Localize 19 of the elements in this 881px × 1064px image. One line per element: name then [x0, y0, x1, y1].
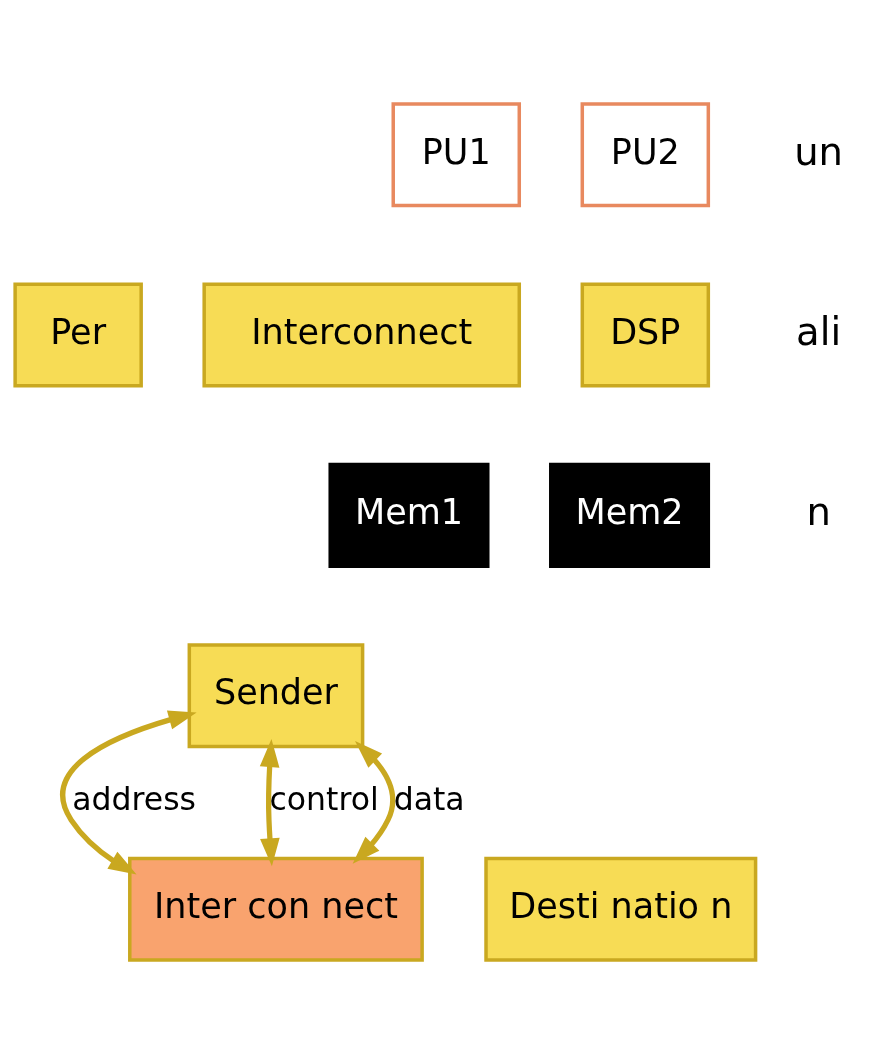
node-box: Per [13, 282, 143, 388]
node-box: Desti natio n [484, 856, 758, 962]
node-box: Mem2 [549, 462, 711, 568]
arrow [259, 738, 280, 867]
label: un [794, 128, 844, 174]
label: n [806, 489, 831, 535]
edge-label: control [269, 781, 379, 818]
node-box: Mem1 [328, 462, 490, 568]
node-box: PU1 [391, 102, 521, 208]
node-box: Inter con nect [128, 856, 424, 962]
node-box: Interconnect [202, 282, 521, 388]
arrow [352, 741, 396, 864]
node-box: Sender [187, 643, 365, 749]
arrow [60, 710, 197, 875]
label: ali [796, 308, 842, 354]
node-box: DSP [580, 282, 711, 388]
edge-label: data [393, 781, 465, 818]
node-box: PU2 [580, 102, 711, 208]
edge-label: address [72, 781, 197, 818]
